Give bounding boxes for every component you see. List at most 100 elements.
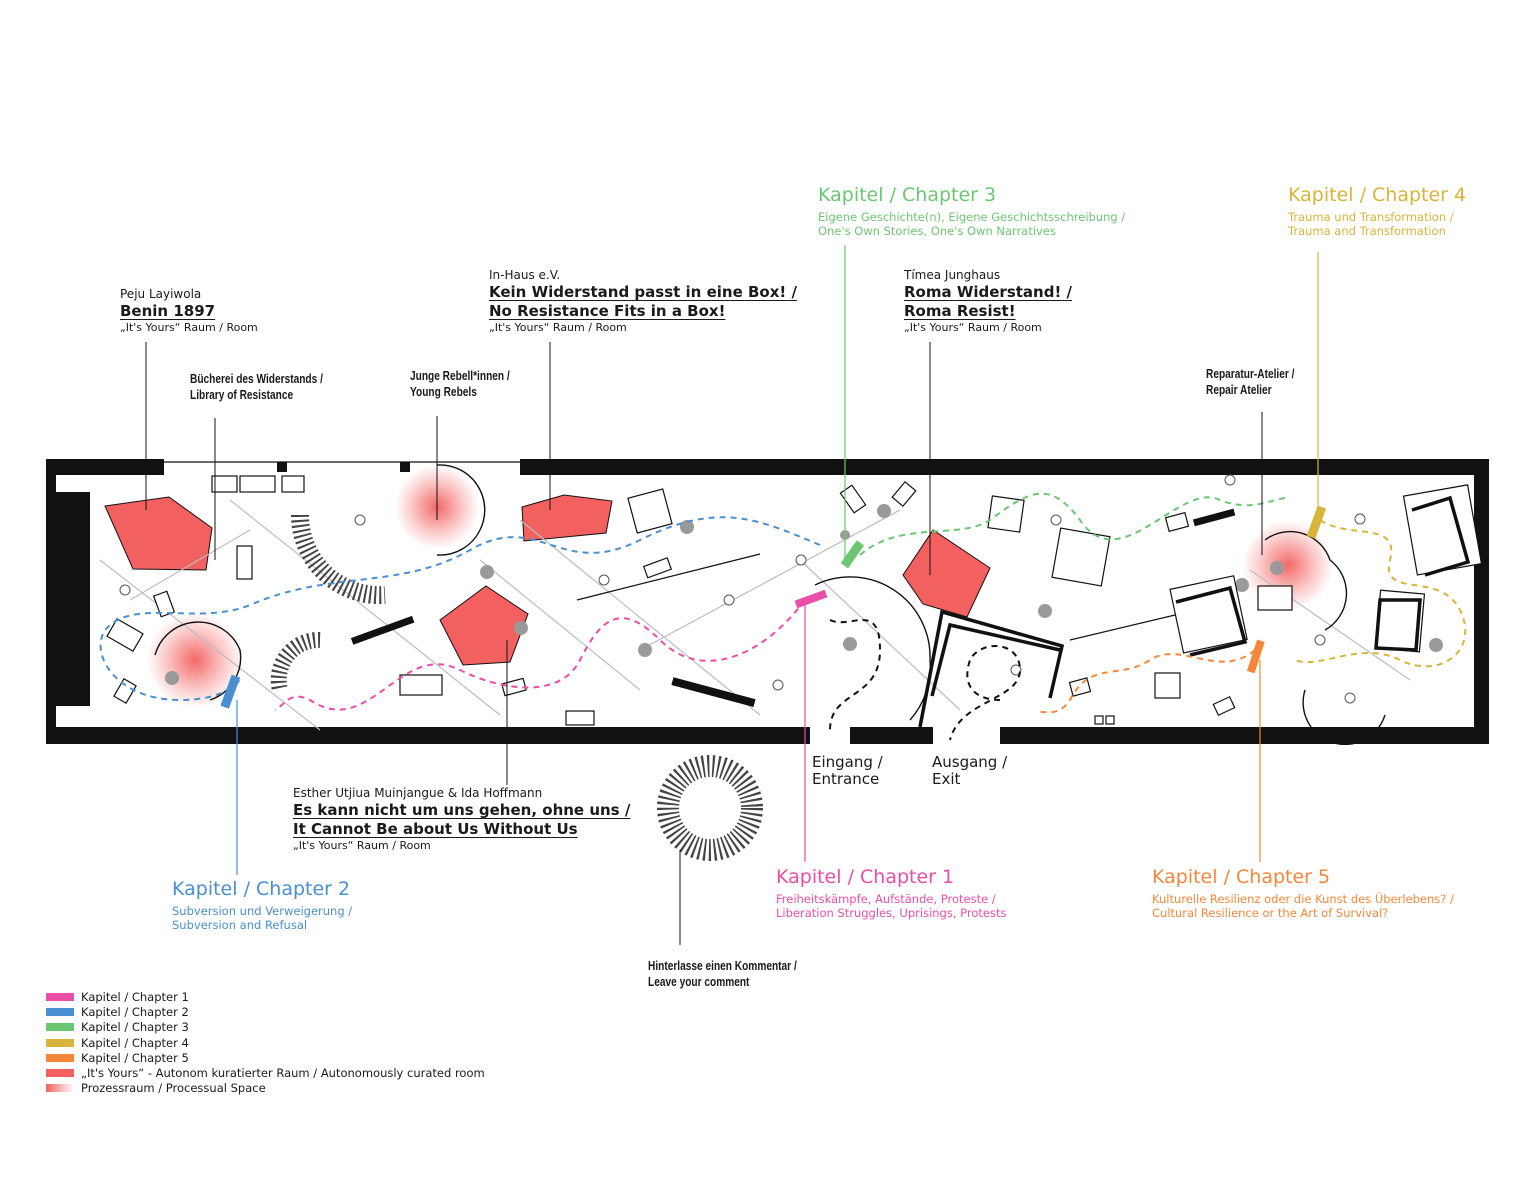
building-walls — [46, 459, 1489, 744]
legend-label: Kapitel / Chapter 2 — [81, 1004, 189, 1019]
chapter-4-subtitle-en: Trauma and Transformation — [1288, 224, 1446, 239]
space-name: Junge Rebell*innen / — [410, 368, 510, 383]
artist-name: Esther Utjiua Muinjangue & Ida Hoffmann — [293, 786, 543, 800]
legend-swatch — [46, 1084, 74, 1093]
path-chapter-5 — [1039, 649, 1256, 714]
room-no-resistance-box — [521, 494, 613, 542]
chapter-5-title: Kapitel / Chapter 5 — [1152, 866, 1331, 888]
work-title: Roma Widerstand! / — [904, 283, 1073, 301]
space-name-en: Young Rebels — [410, 384, 477, 400]
work-title-en: It Cannot Be about Us Without Us — [293, 819, 578, 838]
path-chapter-1 — [274, 599, 806, 711]
work-title: Benin 1897 — [120, 302, 216, 320]
chapter-2-subtitle-de: Subversion und Verweigerung / — [172, 903, 353, 918]
exit-maze-walls — [918, 495, 1471, 728]
legend-label: Prozessraum / Processual Space — [81, 1081, 266, 1096]
room-benin-1897 — [104, 496, 213, 571]
legend-swatch — [46, 992, 74, 1001]
room-label-benin: Peju Layiwola Benin 1897 „It's Yours“ Ra… — [120, 287, 258, 335]
visitor-paths — [99, 492, 1467, 741]
legend-swatch — [46, 1053, 74, 1062]
room-label-roma: Tímea Junghaus Roma Widerstand! / Roma R… — [904, 268, 1072, 334]
legend-item: Kapitel / Chapter 3 — [46, 1020, 485, 1035]
path-chapter-4 — [1294, 519, 1467, 668]
legend-item: Kapitel / Chapter 1 — [46, 989, 485, 1004]
chapter-2-label: Kapitel / Chapter 2 Subversion und Verwe… — [172, 878, 352, 933]
path-chapter-3 — [859, 492, 1286, 556]
chapter-1-title: Kapitel / Chapter 1 — [776, 866, 955, 888]
room-roma-resist — [902, 529, 991, 618]
chapter-4-title: Kapitel / Chapter 4 — [1288, 184, 1467, 206]
chapter-5-subtitle-de: Kulturelle Resilienz oder die Kunst des … — [1152, 891, 1454, 906]
artist-name: In-Haus e.V. — [489, 268, 561, 282]
exit-en: Exit — [932, 769, 961, 788]
legend-label: Kapitel / Chapter 5 — [81, 1050, 189, 1065]
legend-item: „It's Yours“ - Autonom kuratierter Raum … — [46, 1065, 485, 1080]
leader-lines — [145, 342, 1263, 945]
entrance-de: Eingang / — [812, 753, 883, 771]
legend: Kapitel / Chapter 1 Kapitel / Chapter 2 … — [46, 989, 485, 1096]
seating — [270, 514, 763, 861]
chapter-3-subtitle-de: Eigene Geschichte(n), Eigene Geschichtss… — [818, 209, 1126, 224]
dark-panels — [277, 462, 1236, 707]
chapter-2-title: Kapitel / Chapter 2 — [172, 878, 351, 900]
space-name-en: Library of Resistance — [190, 387, 294, 403]
room-type: „It's Yours“ Raum / Room — [489, 320, 627, 334]
chapter-4-subtitle-de: Trauma und Transformation / — [1288, 209, 1454, 224]
work-title: Es kann nicht um uns gehen, ohne uns / — [293, 801, 631, 819]
legend-item: Prozessraum / Processual Space — [46, 1081, 485, 1096]
space-name-en: Leave your comment — [648, 974, 750, 990]
small-columns — [119, 474, 1366, 704]
room-type: „It's Yours“ Raum / Room — [904, 320, 1042, 334]
exit-label: Ausgang / Exit — [932, 754, 1007, 787]
artist-name: Peju Layiwola — [120, 287, 202, 301]
work-title: Kein Widerstand passt in eine Box! / — [489, 283, 797, 301]
chapter-1-label: Kapitel / Chapter 1 Freiheitskämpfe, Auf… — [776, 866, 1006, 921]
wall-lines — [576, 553, 1176, 641]
space-name: Reparatur-Atelier / — [1206, 366, 1295, 381]
exit-de: Ausgang / — [932, 753, 1008, 771]
room-type: „It's Yours“ Raum / Room — [293, 838, 431, 852]
chapter-3-title: Kapitel / Chapter 3 — [818, 184, 997, 206]
legend-label: Kapitel / Chapter 3 — [81, 1020, 189, 1035]
space-name: Bücherei des Widerstands / — [190, 371, 323, 386]
legend-label: Kapitel / Chapter 4 — [81, 1035, 189, 1050]
space-name-en: Repair Atelier — [1206, 382, 1272, 398]
legend-swatch — [46, 1007, 74, 1016]
its-yours-rooms — [104, 494, 991, 666]
legend-swatch — [46, 1023, 74, 1032]
work-title-en: Roma Resist! — [904, 301, 1016, 320]
room-label-es-kann-nicht: Esther Utjiua Muinjangue & Ida Hoffmann … — [293, 786, 630, 852]
processual-spaces — [147, 465, 1333, 708]
legend-swatch — [46, 1038, 74, 1047]
space-label-rebels: Junge Rebell*innen / Young Rebels — [410, 368, 538, 401]
legend-item: Kapitel / Chapter 4 — [46, 1035, 485, 1050]
chapter-1-subtitle-de: Freiheitskämpfe, Aufstände, Proteste / — [776, 891, 996, 906]
legend-label: „It's Yours“ - Autonom kuratierter Raum … — [81, 1066, 485, 1081]
chapter-4-label: Kapitel / Chapter 4 Trauma und Transform… — [1288, 184, 1466, 239]
legend-swatch — [46, 1069, 74, 1078]
entrance-en: Entrance — [812, 769, 880, 788]
furniture — [106, 480, 1483, 726]
path-entrance-exit — [829, 619, 1022, 741]
space-label-library: Bücherei des Widerstands / Library of Re… — [190, 371, 360, 404]
legend-item: Kapitel / Chapter 5 — [46, 1050, 485, 1065]
path-chapter-2 — [99, 516, 821, 702]
legend-label: Kapitel / Chapter 1 — [81, 989, 189, 1004]
chapter-5-label: Kapitel / Chapter 5 Kulturelle Resilienz… — [1152, 866, 1454, 921]
room-label-in-haus: In-Haus e.V. Kein Widerstand passt in ei… — [489, 268, 797, 334]
space-name: Hinterlasse einen Kommentar / — [648, 958, 797, 973]
chapter-leader-lines — [236, 245, 1319, 875]
bookshelves — [211, 475, 305, 493]
chapter-1-subtitle-en: Liberation Struggles, Uprisings, Protest… — [776, 906, 1007, 921]
chapter-2-subtitle-en: Subversion and Refusal — [172, 918, 308, 933]
space-label-repair: Reparatur-Atelier / Repair Atelier — [1206, 366, 1319, 399]
space-label-comment: Hinterlasse einen Kommentar / Leave your… — [648, 958, 839, 991]
legend-item: Kapitel / Chapter 2 — [46, 1004, 485, 1019]
chapter-5-subtitle-en: Cultural Resilience or the Art of Surviv… — [1152, 906, 1389, 921]
chapter-3-subtitle-en: One's Own Stories, One's Own Narratives — [818, 224, 1056, 239]
entrance-label: Eingang / Entrance — [812, 754, 883, 787]
room-type: „It's Yours“ Raum / Room — [120, 320, 258, 334]
artist-name: Tímea Junghaus — [904, 268, 1001, 282]
